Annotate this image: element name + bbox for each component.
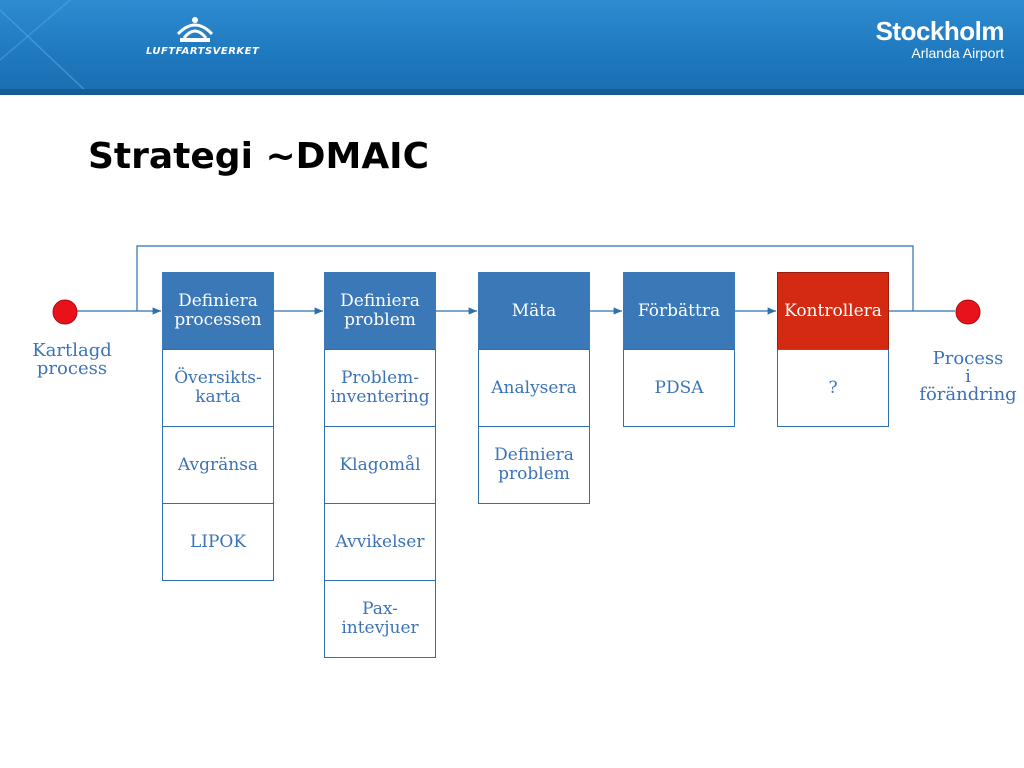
feedback-loop-line: [136, 245, 914, 311]
define-process-item: LIPOK: [162, 503, 274, 581]
logo-stockholm: Stockholm: [875, 16, 1005, 46]
start-node-circle: [52, 299, 78, 325]
improve-item: PDSA: [623, 349, 735, 427]
end-node-circle: [955, 299, 981, 325]
measure-item: Definiera problem: [478, 426, 590, 504]
end-label: Process i förändring: [919, 348, 1017, 405]
header-banner: LUFTFARTSVERKET Stockholm Arlanda Airpor…: [0, 0, 1024, 95]
luftfartsverket-logo: LUFTFARTSVERKET: [146, 14, 259, 64]
improve-header: Förbättra: [623, 272, 735, 350]
crown-icon: [176, 17, 214, 42]
measure-header: Mäta: [478, 272, 590, 350]
define-problem-item: Pax- intevjuer: [324, 580, 436, 658]
control-header: Kontrollera: [777, 272, 889, 350]
define-process-item: Avgränsa: [162, 426, 274, 504]
header-decoration: [0, 0, 91, 95]
start-label: Kartlagd process: [32, 340, 112, 379]
logo-arlanda-airport: Arlanda Airport: [911, 45, 1004, 61]
define-process-item: Översikts- karta: [162, 349, 274, 427]
define-problem-header: Definiera problem: [324, 272, 436, 350]
control-item: ?: [777, 349, 889, 427]
header-stripe: [0, 89, 1024, 95]
define-process-header: Definiera processen: [162, 272, 274, 350]
define-problem-item: Avvikelser: [324, 503, 436, 581]
measure-item: Analysera: [478, 349, 590, 427]
define-problem-item: Klagomål: [324, 426, 436, 504]
define-problem-item: Problem- inventering: [324, 349, 436, 427]
stockholm-arlanda-logo: Stockholm Arlanda Airport: [875, 16, 1005, 61]
luftfartsverket-wordmark: LUFTFARTSVERKET: [146, 46, 260, 57]
page-title: Strategi ~DMAIC: [88, 136, 429, 177]
